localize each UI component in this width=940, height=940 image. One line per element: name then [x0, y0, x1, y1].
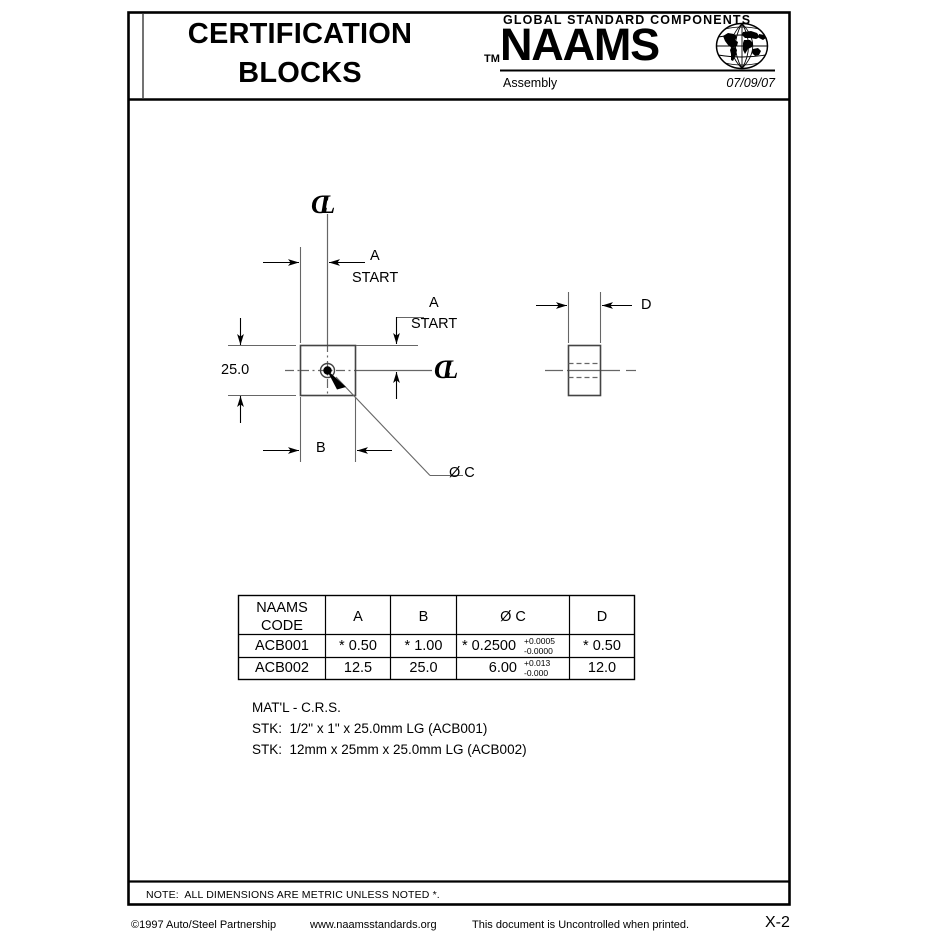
- hole-diameter-label: Ø C: [449, 465, 475, 481]
- dimension-d-label: D: [641, 297, 652, 313]
- side-view: [536, 292, 636, 397]
- hole-leader: [323, 366, 463, 477]
- material-note: MAT'L - C.R.S.: [252, 700, 341, 715]
- stock-note-2: STK: 12mm x 25mm x 25.0mm LG (ACB002): [252, 742, 527, 757]
- front-view: [228, 214, 463, 477]
- table-cell-c-tol-lower: -0.000: [524, 668, 549, 678]
- table-row: ACB002: [254, 660, 309, 676]
- side-block-outline: [567, 344, 602, 397]
- table-cell-d: * 0.50: [583, 638, 621, 654]
- page-title-line1: CERTIFICATION: [187, 18, 413, 50]
- copyright-text: ©1997 Auto/Steel Partnership: [131, 919, 277, 931]
- table-cell-d: 12.0: [587, 660, 617, 676]
- table-cell-a: 12.5: [343, 660, 373, 676]
- dimension-a-top-start: START: [352, 270, 399, 286]
- revision-date: 07/09/07: [726, 76, 775, 90]
- stock-note-1: STK: 1/2" x 1" x 25.0mm LG (ACB001): [252, 721, 488, 736]
- dimension-table-grid: [237, 594, 636, 681]
- dimension-b-label: B: [316, 440, 326, 456]
- table-header-a: A: [353, 609, 363, 625]
- titleblock-rules: [142, 14, 775, 98]
- centerline-symbol-right: CL: [434, 355, 459, 384]
- table-cell-c-tol-lower: -0.0000: [524, 646, 553, 656]
- table-header-code-line2: CODE: [261, 618, 303, 634]
- brand-tagline: GLOBAL STANDARD COMPONENTS: [503, 13, 752, 27]
- dimension-a-top-label: A: [370, 248, 380, 264]
- sheet-border: [127, 11, 791, 906]
- table-cell-c-tol-upper: +0.0005: [524, 636, 555, 646]
- page-number: X-2: [765, 914, 790, 931]
- uncontrolled-disclaimer: This document is Uncontrolled when print…: [472, 919, 690, 931]
- brand-name: NAAMS: [500, 19, 660, 70]
- dimension-a-right-label: A: [429, 295, 439, 311]
- assembly-category: Assembly: [503, 76, 558, 90]
- centerline-symbol-top: CL: [311, 190, 336, 219]
- table-cell-b: 25.0: [409, 660, 438, 676]
- table-cell-c: * 0.2500: [462, 638, 517, 654]
- dimension-height: 25.0: [221, 362, 250, 378]
- table-cell-c-tol-upper: +0.013: [524, 658, 551, 668]
- block-outline: [299, 344, 357, 397]
- table-row: ACB001: [254, 638, 309, 654]
- trademark-mark: TM: [484, 53, 500, 65]
- table-cell-b: * 1.00: [404, 638, 443, 654]
- hole-circle: [319, 362, 336, 379]
- table-cell-a: * 0.50: [339, 638, 377, 654]
- table-header-c: Ø C: [500, 609, 526, 625]
- metric-note: NOTE: ALL DIMENSIONS ARE METRIC UNLESS N…: [146, 889, 440, 901]
- globe-icon: [715, 22, 769, 70]
- table-header-b: B: [418, 609, 429, 625]
- table-header-code-line1: NAAMS: [256, 600, 308, 616]
- page-title-line2: BLOCKS: [238, 57, 362, 89]
- website-link[interactable]: www.naamsstandards.org: [310, 919, 437, 931]
- table-header-d: D: [596, 609, 608, 625]
- dimension-a-right-start: START: [411, 316, 458, 332]
- table-cell-c: 6.00: [488, 660, 517, 676]
